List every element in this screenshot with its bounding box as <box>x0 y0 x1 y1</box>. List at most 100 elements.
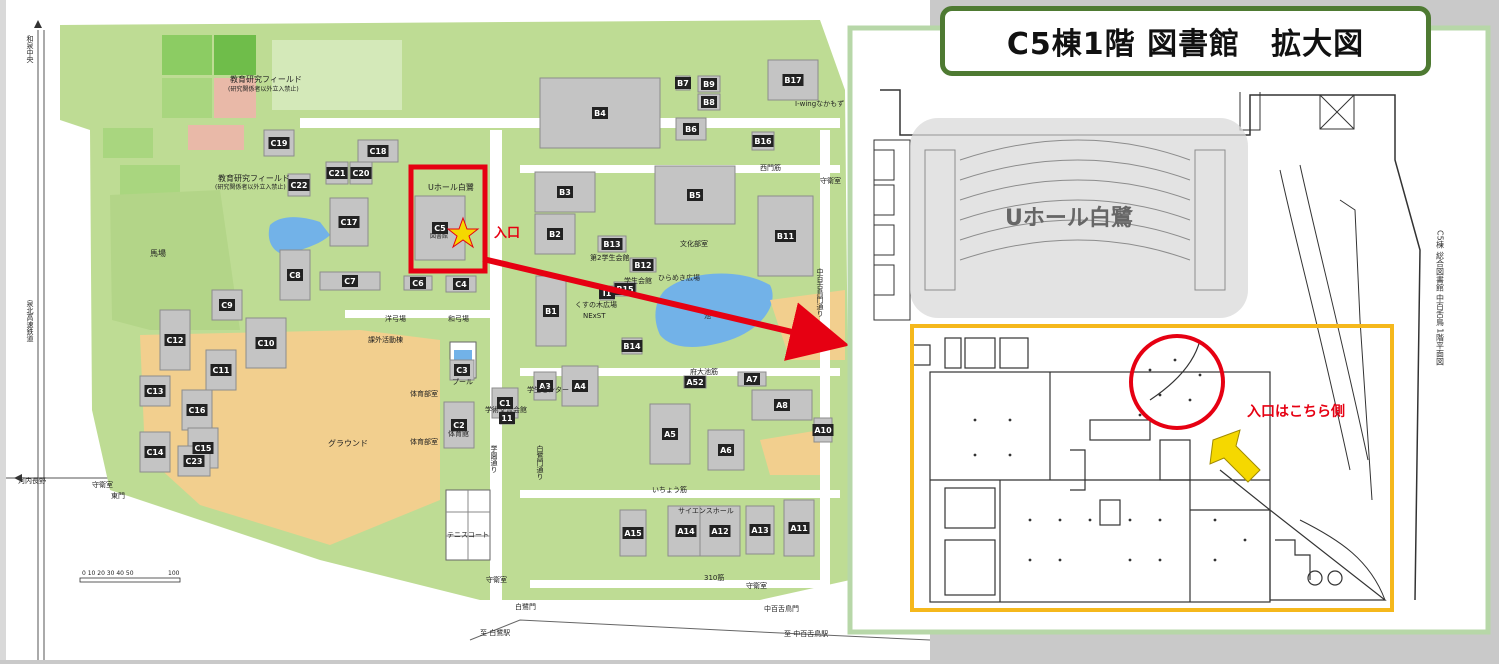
building-label: B15 <box>616 285 634 294</box>
building-badge <box>601 238 623 250</box>
entrance-circle <box>1129 334 1225 430</box>
pond-center <box>655 273 773 347</box>
scale-bar <box>79 577 181 583</box>
label-uhall: Uホール白鷺 <box>428 182 474 192</box>
plan-column-dot <box>973 453 977 457</box>
building-badge <box>675 525 697 537</box>
plan-column-dot <box>1188 398 1192 402</box>
label-gakuen-dori: 学園通り <box>490 444 498 473</box>
building-badge <box>812 424 834 436</box>
label-shirasagimon: 白鷺門 <box>515 602 536 611</box>
zoom-title: C5棟1階 図書館 拡大図 <box>1006 27 1365 62</box>
label-ike: 池 <box>704 311 711 320</box>
building-label: 11 <box>501 414 513 423</box>
building-badge <box>662 428 678 440</box>
label-tomon: 東門 <box>111 491 125 500</box>
building-badge <box>675 77 691 89</box>
plan-stairs-line <box>1339 199 1373 501</box>
building-label: B16 <box>754 137 772 146</box>
building-badge <box>709 525 731 537</box>
plan-column-dot <box>973 418 977 422</box>
field-plot <box>162 78 212 118</box>
label-wakyu: 和弓場 <box>448 314 469 323</box>
building-label: I1 <box>603 289 612 298</box>
building-badge <box>288 179 310 191</box>
plan-column-dot <box>1088 518 1092 522</box>
building-label: B9 <box>703 80 715 89</box>
plan-column-dot <box>1213 518 1217 522</box>
label-field1: 教育研究フィールド <box>230 74 302 84</box>
building-badge <box>367 145 389 157</box>
plan-column-dot <box>1128 518 1132 522</box>
building-label: C8 <box>289 271 301 280</box>
building-label: C20 <box>352 169 369 178</box>
building-label: C12 <box>166 336 183 345</box>
library-zoom-frame <box>910 324 1394 612</box>
building-badge <box>701 96 717 108</box>
building-label: B11 <box>777 232 795 241</box>
hall-seating <box>924 139 1226 291</box>
building-label: A4 <box>574 382 586 391</box>
building-label: B3 <box>559 188 571 197</box>
label-field1-sub: (研究関係者以外立入禁止) <box>228 85 299 93</box>
label-nexst: NExST <box>583 312 606 320</box>
pond-west <box>268 217 330 255</box>
building-badge <box>632 259 654 271</box>
building-label: A7 <box>746 375 758 384</box>
plan-column-dot <box>1058 558 1062 562</box>
building-badge <box>144 385 166 397</box>
building-badge <box>537 380 553 392</box>
building-label: C2 <box>453 421 464 430</box>
building-label: B12 <box>634 261 651 270</box>
building-badge <box>497 397 513 409</box>
zoom-arrow <box>482 256 850 361</box>
building-badge <box>210 364 232 376</box>
building-label: B8 <box>703 98 715 107</box>
building-badge <box>543 305 559 317</box>
building-label: B13 <box>603 240 620 249</box>
plan-column-dot <box>1198 373 1202 377</box>
building-label: C10 <box>257 339 274 348</box>
label-pool: プール <box>452 378 473 386</box>
building-badge <box>775 230 796 242</box>
building-badge <box>451 419 467 431</box>
plan-curve <box>1299 164 1369 461</box>
plan-column-dot <box>1213 558 1217 562</box>
plan-outline <box>1239 92 1261 131</box>
building-badge <box>219 299 235 311</box>
building-label: A11 <box>790 524 808 533</box>
building-badge <box>752 135 774 147</box>
plan-column-dot <box>1128 558 1132 562</box>
building-label: B2 <box>549 230 561 239</box>
plan-column-dot <box>1008 418 1012 422</box>
building-badge <box>621 340 643 352</box>
building-badge <box>186 404 208 416</box>
label-futai: 府大池筋 <box>690 367 718 376</box>
building-label: C11 <box>212 366 229 375</box>
building-label: C23 <box>185 457 202 466</box>
label-kusunoki: くすの木広場 <box>575 300 617 309</box>
field-east-2 <box>760 430 820 475</box>
building-label: C15 <box>194 444 211 453</box>
label-baba: 馬場 <box>150 248 166 258</box>
field-plot <box>162 35 212 75</box>
plan-elevator-x <box>1319 94 1355 130</box>
building-badge <box>683 123 699 135</box>
label-shuei4: 守衛室 <box>820 176 841 185</box>
building-badge <box>454 364 470 376</box>
building-badge <box>774 399 790 411</box>
building-label: C1 <box>499 399 511 408</box>
label-ground: グラウンド <box>328 438 368 448</box>
label-gakuseikaikan: 学生会館 <box>624 276 652 285</box>
road-east <box>820 130 830 590</box>
building-badge <box>255 337 277 349</box>
label-science: サイエンスホール <box>678 507 734 515</box>
building-label: C22 <box>290 181 307 190</box>
building-badge <box>718 444 734 456</box>
building-label: C19 <box>270 139 287 148</box>
label-nakamozu-eki: 至 中百舌鳥駅 <box>784 629 828 638</box>
road-icho <box>520 490 840 498</box>
building-label: C17 <box>340 218 357 227</box>
building-label: C4 <box>455 280 467 289</box>
building-b3 <box>534 171 596 213</box>
